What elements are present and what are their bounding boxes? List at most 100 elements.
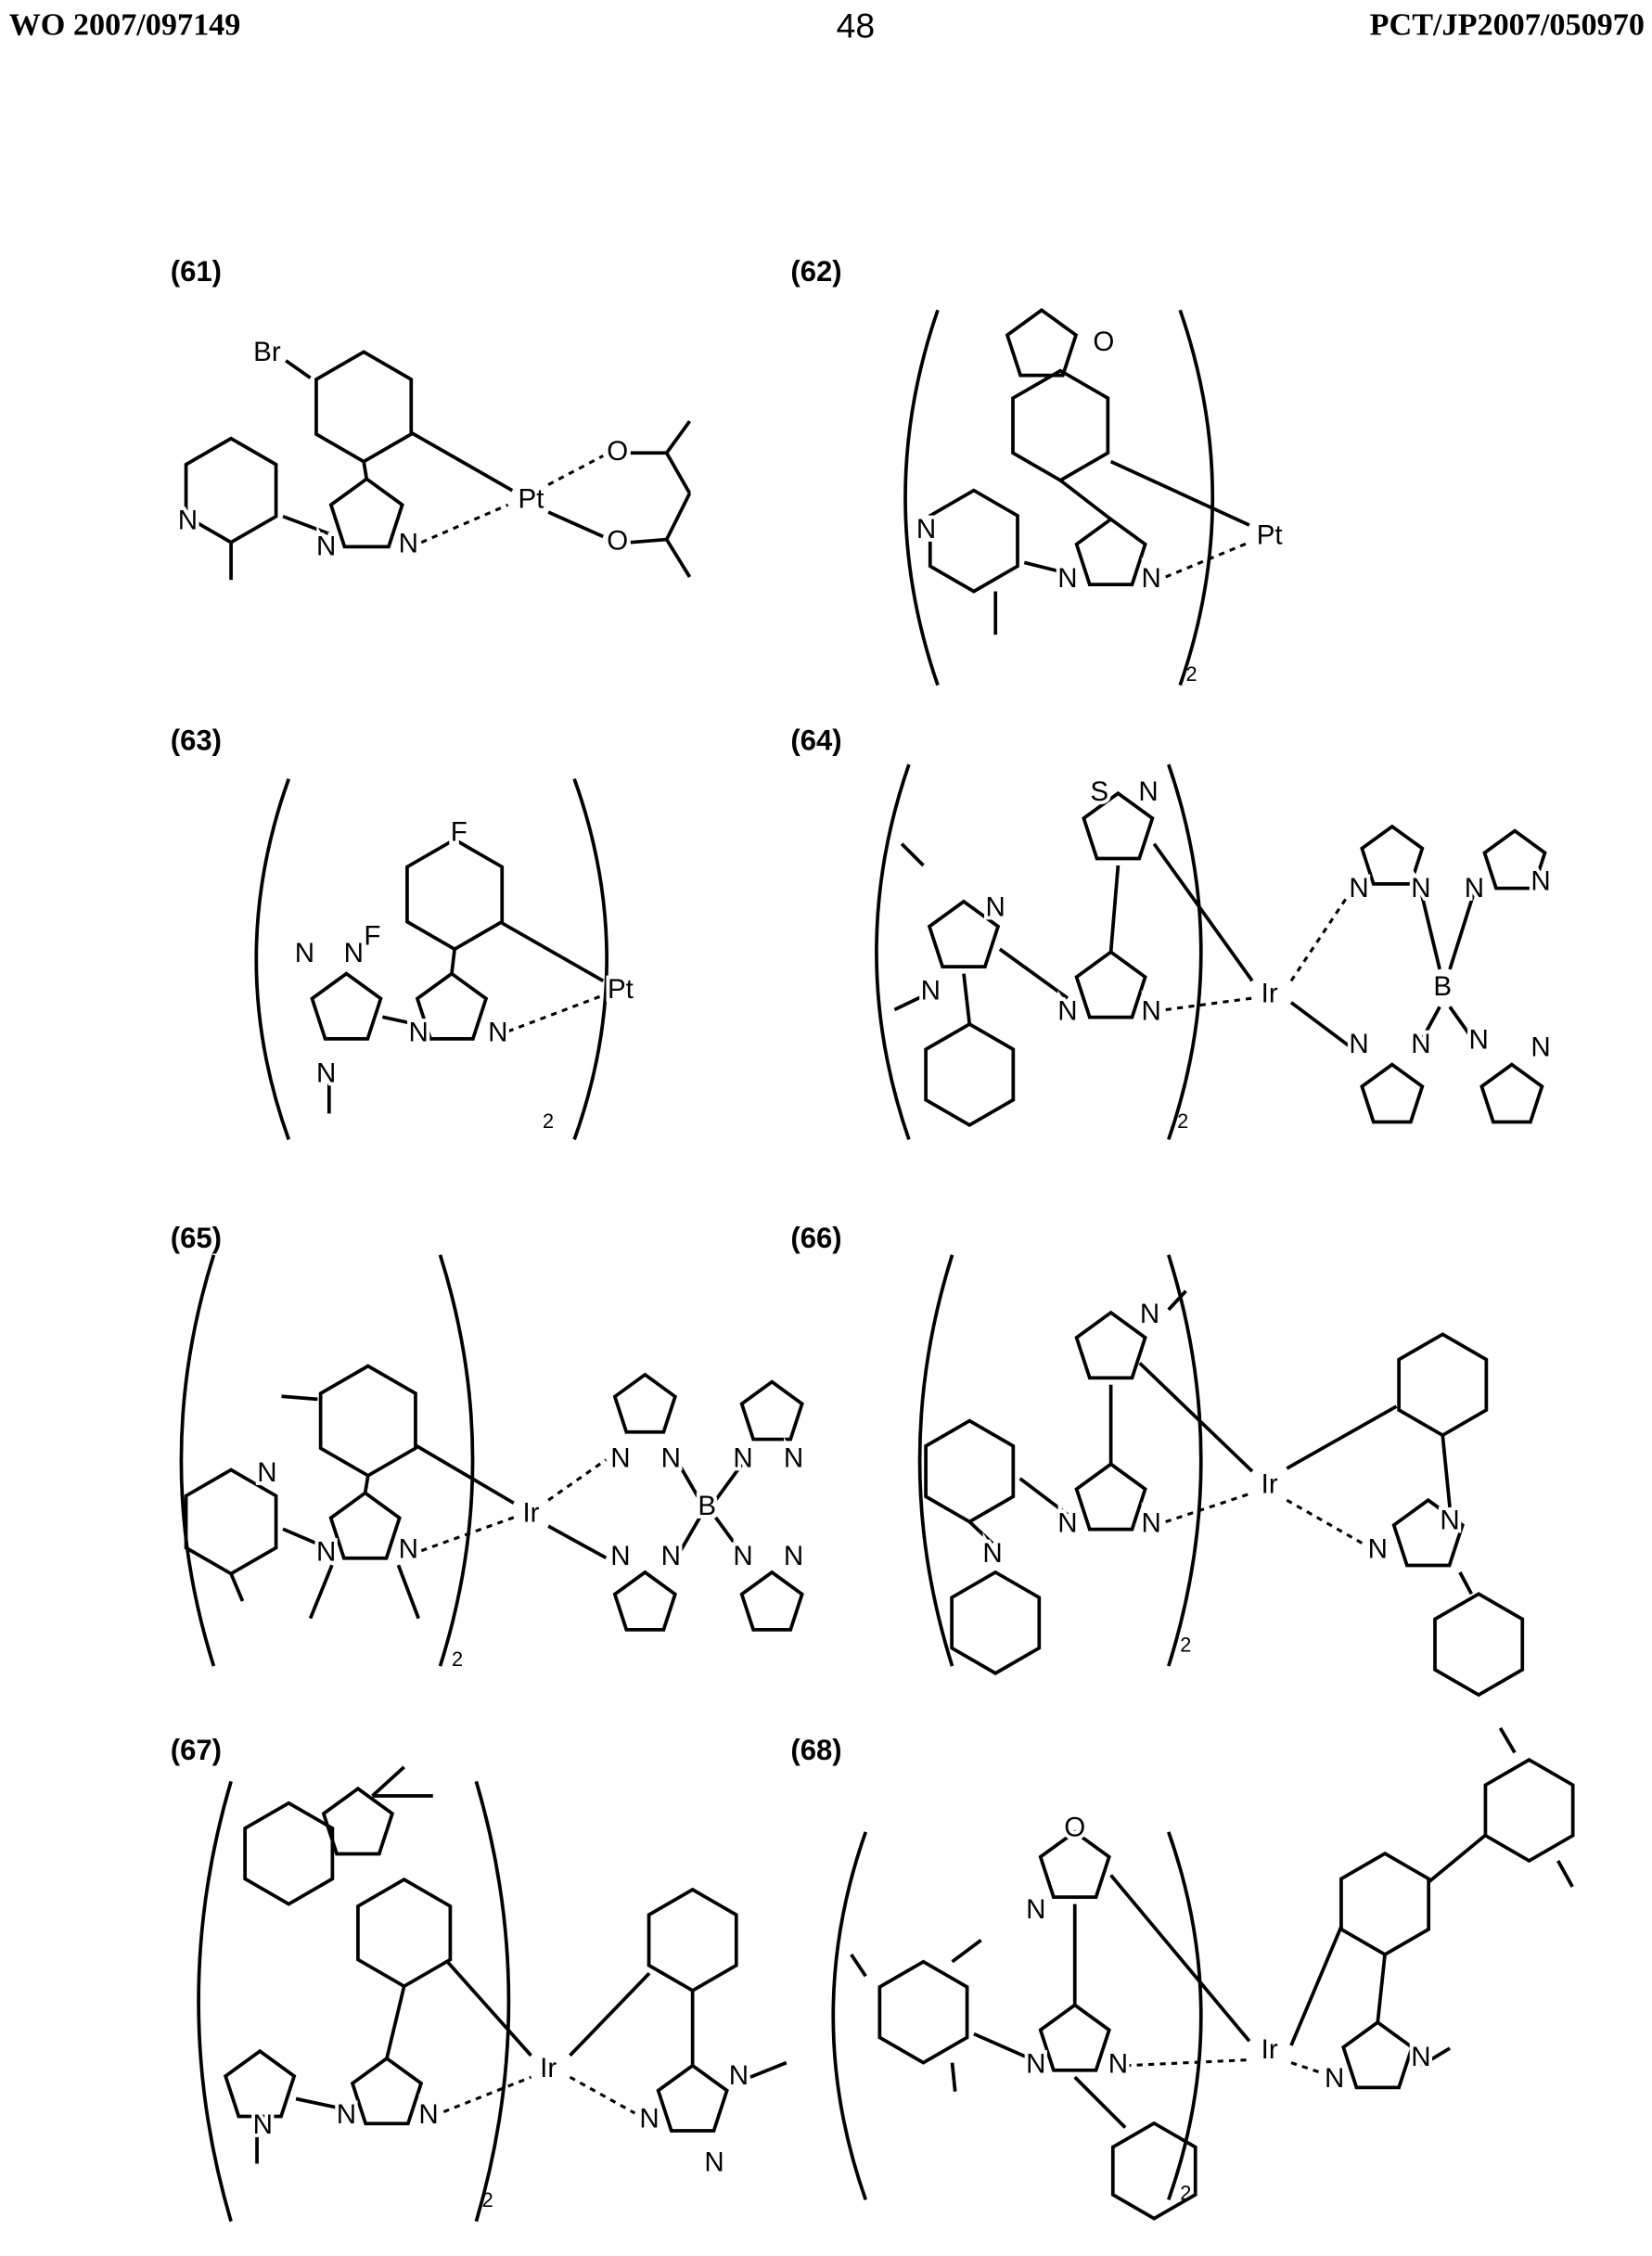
compound-64: (64)SNNNNNIrNNNNBNNNN2	[790, 724, 1550, 1140]
ligand-count-subscript: 2	[1177, 1109, 1188, 1133]
bond	[1111, 462, 1249, 525]
atom-label: N	[639, 2104, 659, 2134]
atom-label: O	[607, 525, 628, 556]
six-membered-ring	[1399, 1334, 1486, 1435]
bond	[365, 1476, 368, 1493]
bond	[1154, 844, 1252, 981]
coordination-bond	[1166, 998, 1252, 1009]
compound-65: (65)NNNIrNNNNBNNNN2	[171, 1222, 803, 1671]
atom-label: N	[1325, 2063, 1344, 2094]
atom-label: B	[1433, 971, 1452, 1002]
atom-label: N	[733, 1442, 752, 1473]
five-membered-ring	[659, 2066, 727, 2131]
bond	[667, 494, 690, 540]
bond	[953, 1940, 981, 1961]
five-membered-ring	[1077, 952, 1146, 1017]
atom-label: N	[399, 1533, 418, 1564]
atom-label: N	[1468, 1024, 1488, 1055]
atom-label: N	[729, 2060, 749, 2091]
bond	[678, 1518, 699, 1555]
atom-label: N	[661, 1541, 681, 1571]
atom-label: N	[1140, 1299, 1159, 1329]
bond	[1287, 1406, 1396, 1468]
bond	[1428, 1835, 1486, 1882]
five-membered-ring	[615, 1375, 675, 1432]
ligand-count-subscript: 2	[1185, 662, 1197, 686]
five-membered-ring	[225, 2051, 294, 2116]
five-membered-ring	[1041, 2005, 1109, 2070]
coordination-bond	[508, 995, 604, 1032]
bond	[1500, 1728, 1515, 1752]
bond	[750, 2063, 787, 2078]
atom-label: F	[364, 921, 380, 952]
bond	[398, 1565, 418, 1619]
atom-label: N	[916, 514, 936, 545]
six-membered-ring	[1013, 371, 1108, 481]
left-bracket	[905, 310, 938, 685]
left-bracket	[256, 779, 288, 1140]
atom-label: N	[610, 1541, 630, 1571]
bond	[281, 1396, 317, 1399]
bond	[964, 974, 969, 1024]
bond	[1442, 1435, 1450, 1507]
right-bracket	[574, 779, 607, 1140]
six-membered-ring	[245, 1803, 332, 1904]
compound-number: (63)	[171, 724, 222, 757]
five-membered-ring	[1343, 2022, 1412, 2087]
publication-number: WO 2007/097149	[9, 7, 241, 42]
five-membered-ring	[742, 1572, 802, 1630]
atom-label: N	[1368, 1533, 1388, 1564]
atom-label: N	[1349, 1029, 1368, 1059]
compound-number: (62)	[790, 255, 841, 288]
left-bracket	[198, 1781, 231, 2221]
atom-label: N	[337, 2099, 356, 2130]
atom-label: N	[1108, 2049, 1128, 2080]
compound-number: (68)	[790, 1734, 841, 1766]
atom-label: N	[295, 938, 314, 968]
atom-label: N	[1138, 776, 1158, 807]
atom-label: N	[1440, 1505, 1459, 1535]
atom-label: N	[253, 2109, 273, 2140]
compound-61: (61)BrNNNPtOO	[171, 255, 690, 580]
ligand-count-subscript: 2	[1180, 1633, 1191, 1656]
bond	[1558, 1861, 1573, 1887]
six-membered-ring	[952, 1572, 1039, 1673]
bond	[387, 1986, 404, 2058]
atom-label: Br	[253, 337, 281, 367]
ligand-count-subscript: 2	[543, 1109, 554, 1133]
bond	[667, 421, 690, 453]
coordination-bond	[421, 505, 507, 542]
coordination-bond	[548, 1460, 606, 1501]
atom-label: N	[1141, 995, 1160, 1026]
atom-label: N	[399, 529, 418, 559]
five-membered-ring	[331, 1493, 400, 1557]
atom-label: O	[1093, 327, 1114, 357]
six-membered-ring	[926, 1421, 1013, 1522]
bond	[447, 1962, 531, 2056]
atom-label: N	[733, 1541, 752, 1571]
six-membered-ring	[407, 840, 502, 949]
bond	[311, 1565, 332, 1619]
atom-label: Ir	[1261, 2034, 1278, 2065]
coordination-bond	[1291, 894, 1349, 981]
atom-label: N	[784, 1541, 803, 1571]
bond	[953, 2063, 955, 2092]
coordination-bond	[1125, 2060, 1249, 2066]
right-bracket	[1169, 764, 1201, 1139]
atom-label: N	[316, 1537, 336, 1568]
five-membered-ring	[352, 2058, 421, 2123]
atom-label: S	[1090, 776, 1108, 807]
five-membered-ring	[1077, 1464, 1146, 1529]
bond	[1075, 2077, 1125, 2127]
six-membered-ring	[1341, 1853, 1428, 1955]
bond	[678, 1463, 699, 1500]
atom-label: N	[982, 1538, 1002, 1569]
six-membered-ring	[316, 352, 411, 461]
coordination-bond	[548, 455, 603, 484]
bond	[416, 1445, 514, 1503]
compound-67: (67)NNNIrNNN2	[171, 1734, 787, 2222]
atom-label: N	[661, 1442, 681, 1473]
bond	[570, 1973, 649, 2056]
five-membered-ring	[1481, 1065, 1542, 1122]
